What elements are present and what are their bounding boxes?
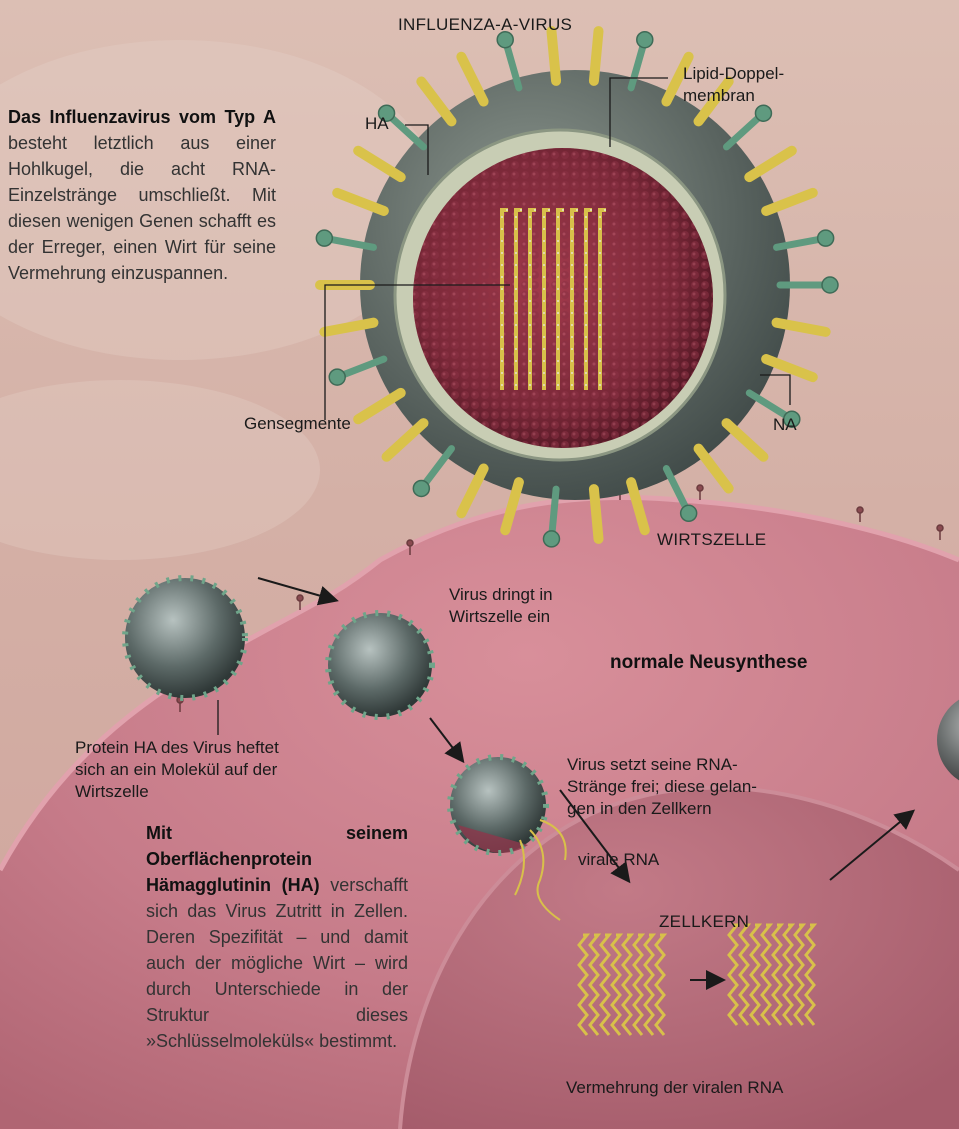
ha-spike (594, 489, 599, 539)
virus-enters-label: Virus dringt in Wirtszelle ein (449, 584, 553, 628)
hemagglutinin-text: verschafft sich das Virus Zutritt in Zel… (146, 875, 408, 1051)
hemagglutinin-paragraph: Mit seinem Oberflächenprotein Hämaggluti… (146, 820, 408, 1054)
ha-label: HA (365, 113, 389, 135)
protein-ha-label: Protein HA des Virus heftet sich an ein … (75, 737, 279, 803)
viral-rna-label: virale RNA (578, 849, 659, 871)
normal-synthesis-heading: normale Neusynthese (610, 652, 807, 674)
intro-paragraph: Das Influenzavirus vom Typ A besteht let… (8, 104, 276, 286)
intro-bold: Das Influenzavirus vom Typ A (8, 107, 276, 127)
nucleus-label: ZELLKERN (659, 911, 749, 933)
intro-text: besteht letztlich aus einer Hohlkugel, d… (8, 133, 276, 283)
ha-spike (594, 31, 599, 81)
title: INFLUENZA-A-VIRUS (398, 14, 572, 36)
gensegmente-label: Gensegmente (244, 413, 351, 435)
virus-entering (328, 613, 432, 717)
ha-spike (551, 31, 556, 81)
virus-releases-label: Virus setzt seine RNA- Stränge frei; die… (567, 754, 757, 820)
replication-label: Vermehrung der viralen RNA (566, 1077, 783, 1099)
na-label: NA (773, 414, 797, 436)
lipid-membrane-label: Lipid-Doppel- membran (683, 63, 784, 107)
virus-attaching (125, 578, 245, 698)
wirtszelle-label: WIRTSZELLE (657, 529, 766, 551)
